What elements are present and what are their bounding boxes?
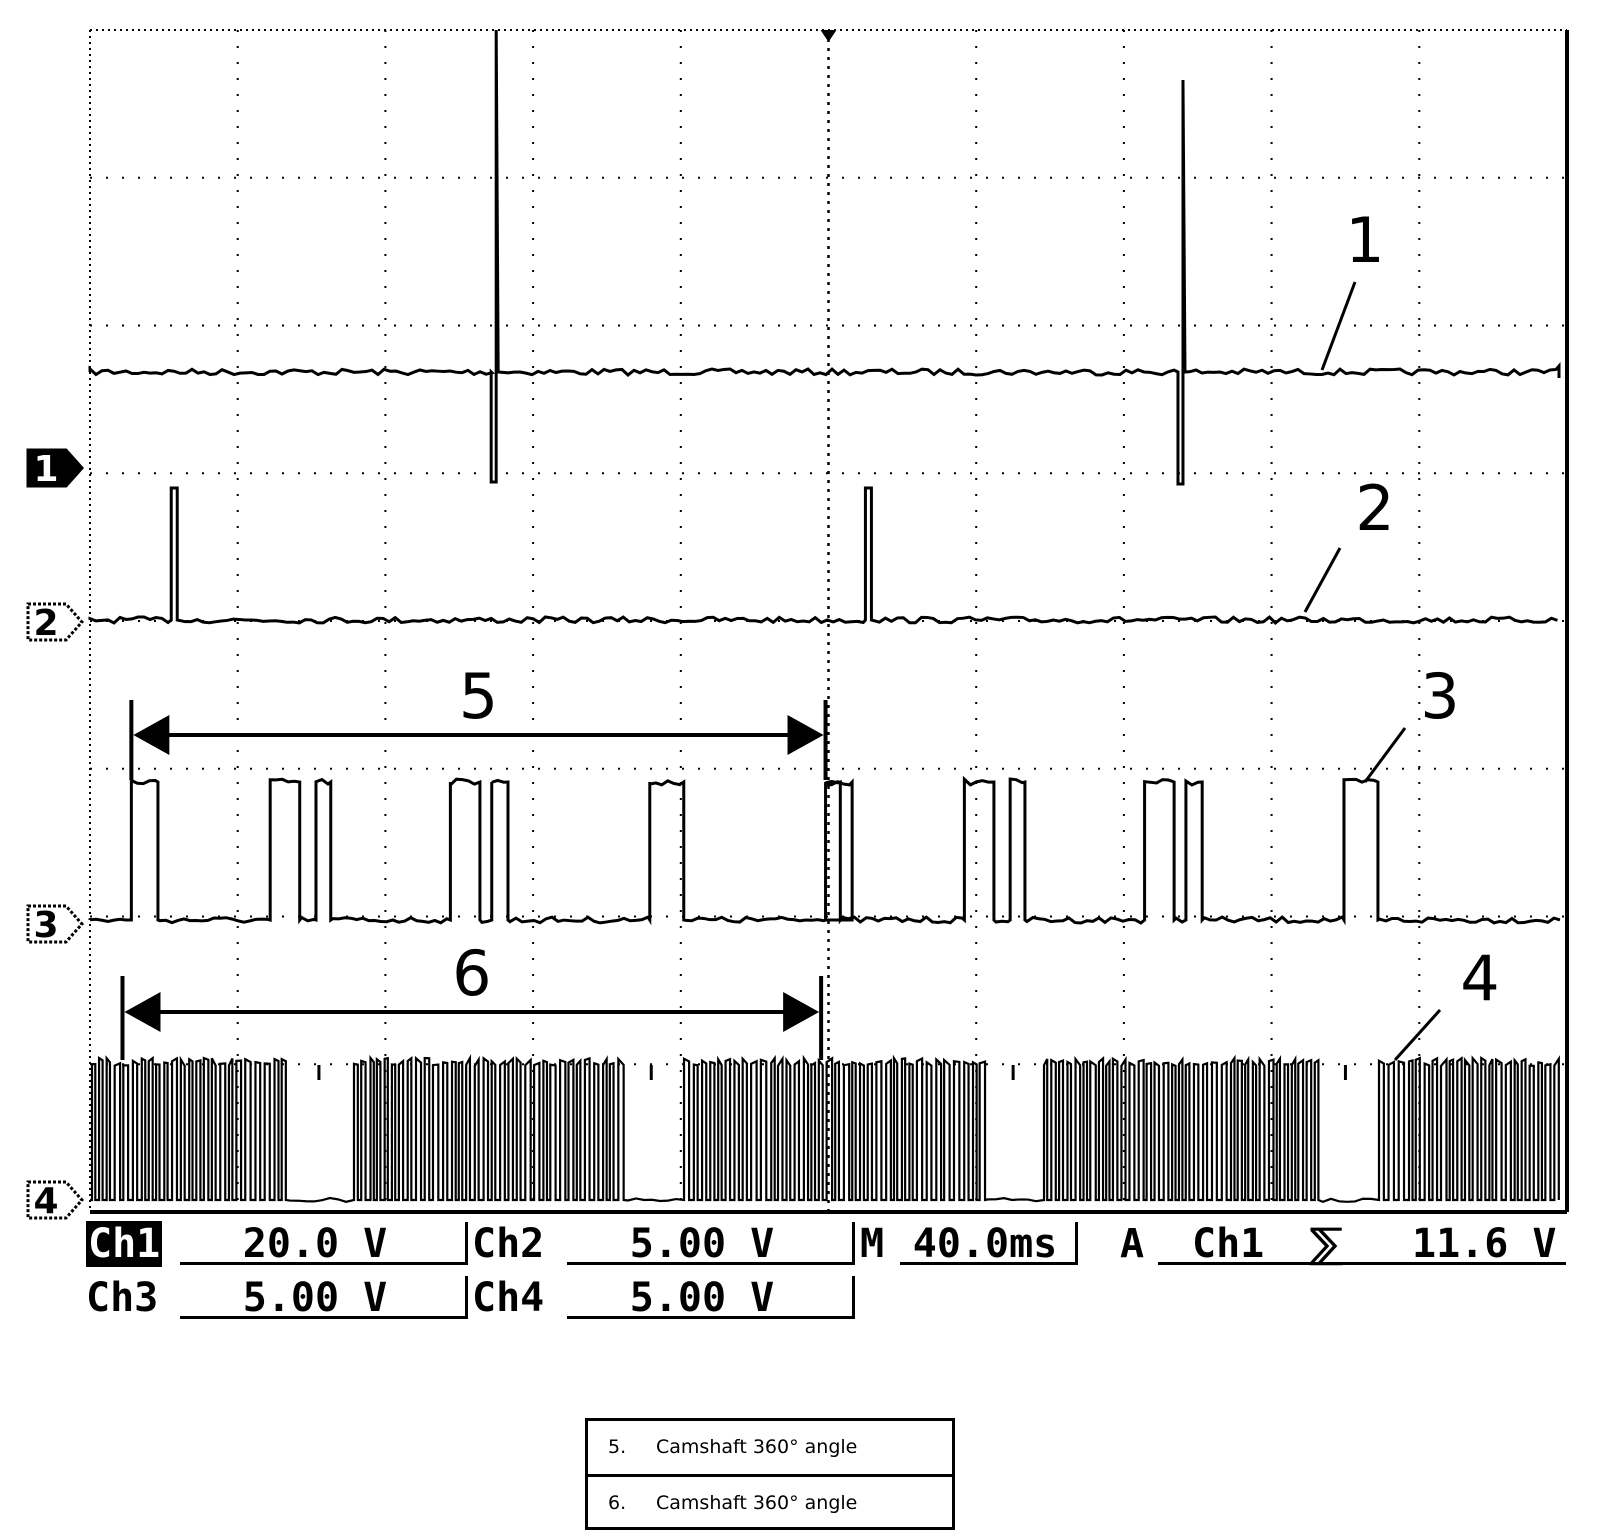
channel-marker-label: 1 <box>33 449 58 490</box>
trace-ch1 <box>88 29 1561 486</box>
channel-marker-label: 3 <box>33 905 58 946</box>
traces <box>88 29 1561 1204</box>
ch1-scale-divider <box>465 1222 468 1265</box>
annotation-arrowhead-left <box>124 992 161 1032</box>
ch2-label: Ch2 <box>472 1221 545 1267</box>
timebase-prefix: M <box>860 1221 885 1267</box>
grid <box>89 29 1569 1214</box>
trace-label-leader <box>1320 281 1357 371</box>
channel-marker-label: 2 <box>33 603 58 644</box>
legend-number: 5. <box>608 1436 627 1458</box>
trigger-source: Ch1 <box>1192 1221 1265 1267</box>
legend-number: 6. <box>608 1492 627 1514</box>
timebase-underline <box>900 1262 1075 1265</box>
ch4-scale-underline <box>567 1316 852 1319</box>
annotation-arrowhead-left <box>133 715 170 755</box>
trace-ch2 <box>88 486 1558 625</box>
channel-marker-label: 4 <box>33 1181 58 1220</box>
trace-label-leader <box>1393 1008 1442 1062</box>
channel-marker-shape <box>26 904 85 944</box>
annotation-label-6: 6 <box>452 937 491 1010</box>
channel-markers: 1 2 3 4 <box>26 448 85 1220</box>
trace-label-3: 3 <box>1420 660 1459 733</box>
angle-annotation-5: 5 <box>129 660 828 780</box>
ch4-scale: 5.00 V <box>629 1275 775 1321</box>
legend-row: 5. Camshaft 360° angle <box>588 1421 952 1474</box>
annotation-label-5: 5 <box>459 660 498 733</box>
channel-marker-shape <box>26 448 85 488</box>
trace-label-4: 4 <box>1460 942 1499 1015</box>
ch3-scale-divider <box>465 1276 468 1319</box>
ch1-scale: 20.0 V <box>242 1221 388 1267</box>
trace-ch3 <box>88 775 1561 926</box>
angle-annotations: 56 <box>120 660 828 1060</box>
trace-label-leader <box>1363 727 1407 783</box>
legend-text: Camshaft 360° angle <box>656 1492 858 1514</box>
angle-annotation-6: 6 <box>120 937 824 1060</box>
channel-marker-4: 4 <box>26 1180 85 1220</box>
ch3-scale-underline <box>180 1316 465 1319</box>
legend-table: 5. Camshaft 360° angle 6. Camshaft 360° … <box>585 1418 955 1530</box>
trigger-level: 11.6 V <box>1412 1221 1557 1267</box>
channel-marker-1: 1 <box>26 448 85 490</box>
trace-ch4 <box>90 1053 1560 1204</box>
annotation-arrowhead-right <box>783 992 820 1032</box>
ch2-scale: 5.00 V <box>629 1221 775 1267</box>
ch4-scale-divider <box>852 1276 855 1319</box>
channel-marker-shape <box>26 1180 85 1220</box>
legend-row: 6. Camshaft 360° angle <box>588 1474 952 1527</box>
trace-label-leader <box>1303 547 1342 613</box>
timebase-value: 40.0ms <box>912 1221 1058 1267</box>
annotation-arrowhead-right <box>787 715 824 755</box>
channel-marker-shape <box>26 602 85 642</box>
ch1-scale-underline <box>180 1262 465 1265</box>
trigger-mode: A <box>1120 1221 1145 1267</box>
ch3-label: Ch3 <box>86 1275 159 1321</box>
channel-marker-2: 2 <box>26 602 85 644</box>
ch2-scale-underline <box>567 1262 852 1265</box>
trace-labels: 1 2 3 4 <box>1303 204 1500 1062</box>
channel-marker-3: 3 <box>26 904 85 946</box>
ch1-label-text: Ch1 <box>86 1221 163 1267</box>
trigger-position-marker <box>820 30 837 42</box>
ch1-label: Ch1 <box>86 1221 163 1267</box>
ch4-label: Ch4 <box>472 1275 545 1321</box>
trigger-underline <box>1158 1262 1566 1265</box>
ch2-scale-divider <box>852 1222 855 1265</box>
timebase-divider <box>1075 1222 1078 1265</box>
ch3-scale: 5.00 V <box>242 1275 388 1321</box>
legend-text: Camshaft 360° angle <box>656 1436 858 1458</box>
trace-label-1: 1 <box>1345 204 1384 277</box>
trigger-slope-icon: ⅀ <box>1310 1221 1343 1267</box>
trace-label-2: 2 <box>1355 472 1394 545</box>
